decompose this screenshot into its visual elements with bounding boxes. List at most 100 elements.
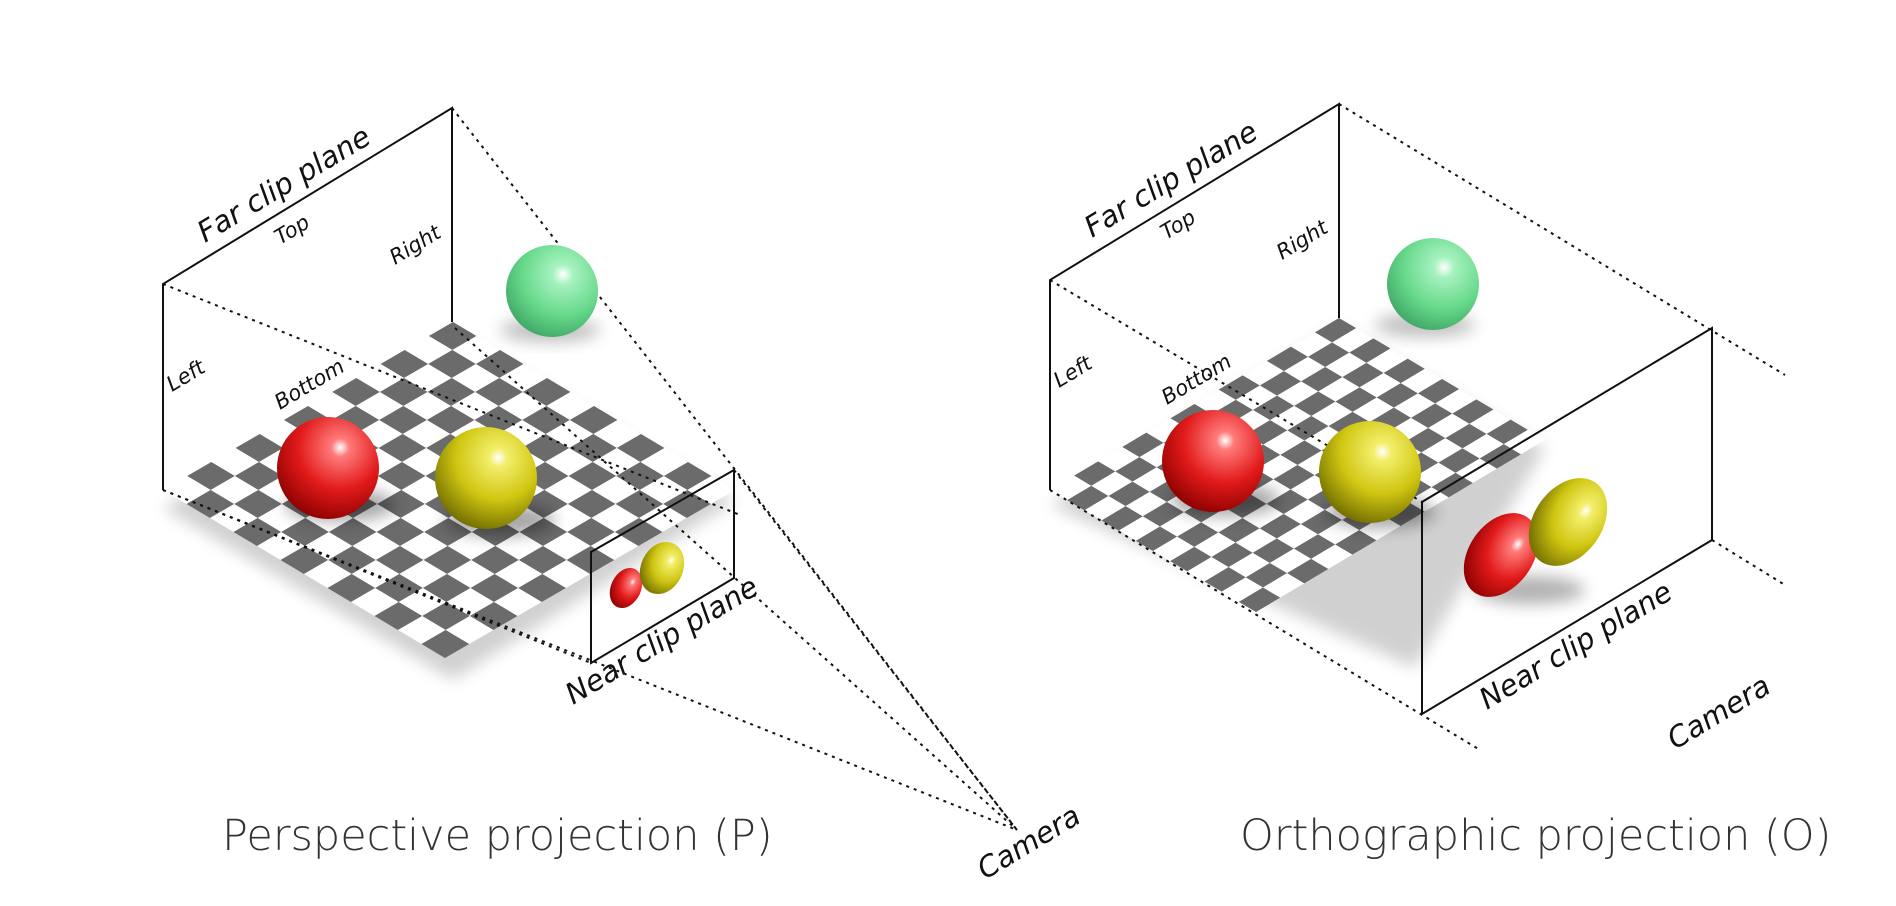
checker-tile bbox=[1187, 557, 1229, 582]
checker-tile bbox=[163, 476, 211, 504]
checker-tile bbox=[494, 560, 543, 588]
checker-tile bbox=[403, 392, 451, 420]
checker-tile bbox=[1277, 381, 1319, 406]
checker-tile bbox=[1280, 440, 1322, 465]
checker-tile bbox=[1301, 367, 1343, 392]
orthographic-near-plane-frame bbox=[1421, 326, 1713, 716]
checker-tile bbox=[1170, 546, 1212, 572]
checker-tile bbox=[422, 602, 470, 630]
checker-tile bbox=[1283, 499, 1325, 525]
checker-tile bbox=[543, 532, 591, 560]
checker-tile bbox=[308, 392, 356, 420]
checker-tile bbox=[356, 364, 404, 392]
checker-tile bbox=[469, 602, 518, 630]
checker-tile bbox=[1270, 405, 1312, 431]
checker-tile bbox=[452, 336, 500, 364]
perspective-left-label: Left bbox=[162, 355, 210, 397]
checker-tile bbox=[569, 434, 617, 462]
perspective-yellow-sphere bbox=[435, 427, 537, 529]
checker-tile bbox=[1125, 491, 1167, 517]
checker-tile bbox=[614, 518, 663, 546]
checker-tile bbox=[1153, 536, 1195, 562]
checker-tile bbox=[1098, 447, 1140, 472]
checker-tile bbox=[475, 378, 523, 406]
checker-tile bbox=[400, 504, 449, 532]
checker-tile bbox=[422, 574, 471, 602]
checker-tile bbox=[351, 588, 399, 616]
checker-tile bbox=[1287, 558, 1329, 584]
checker-tile bbox=[375, 574, 423, 602]
checker-tile bbox=[375, 546, 424, 574]
checker-tile bbox=[546, 392, 594, 420]
checker-tile bbox=[593, 420, 641, 448]
checker-tile bbox=[1311, 544, 1353, 569]
checker-tile bbox=[544, 476, 592, 504]
checker-tile bbox=[1135, 526, 1178, 551]
checker-tile bbox=[1101, 506, 1143, 531]
checker-tile bbox=[426, 406, 475, 434]
checker-tile bbox=[1067, 485, 1109, 511]
checker-tile bbox=[1318, 377, 1360, 402]
checker-tile bbox=[1242, 503, 1284, 529]
checker-tile bbox=[1262, 573, 1305, 598]
checker-tile bbox=[1074, 461, 1116, 486]
checker-tile bbox=[1332, 328, 1374, 353]
checker-tile bbox=[1479, 444, 1521, 469]
checker-tile bbox=[1342, 362, 1384, 388]
checker-tile bbox=[1159, 512, 1202, 537]
perspective-camera-label: Camera bbox=[971, 798, 1086, 886]
checker-tile bbox=[380, 350, 429, 378]
checker-tile bbox=[615, 490, 664, 518]
checker-tile bbox=[1445, 423, 1487, 449]
checker-tile bbox=[423, 546, 472, 574]
checker-tile bbox=[451, 392, 499, 420]
checker-tile bbox=[522, 406, 570, 434]
checker-tile bbox=[591, 504, 639, 532]
checker-tile bbox=[1294, 391, 1336, 416]
checker-tile bbox=[328, 546, 376, 574]
checker-tile bbox=[234, 490, 282, 518]
checker-tile bbox=[1376, 383, 1418, 408]
orthographic-camera-label: Camera bbox=[1661, 668, 1776, 756]
checker-tile bbox=[400, 532, 448, 560]
checker-tile bbox=[1256, 454, 1298, 480]
orthographic-right-label: Right bbox=[1272, 215, 1332, 264]
checker-tile bbox=[543, 504, 592, 532]
checker-tile bbox=[1115, 457, 1157, 482]
perspective-near-plane-frame bbox=[590, 468, 735, 665]
checker-tile bbox=[1383, 358, 1425, 384]
checker-tile bbox=[1411, 403, 1453, 428]
checker-tile bbox=[328, 518, 377, 546]
perspective-frustum-lines bbox=[162, 107, 1018, 831]
checker-tile bbox=[1235, 528, 1277, 553]
orthographic-box-lines bbox=[1049, 103, 1786, 751]
checker-tile bbox=[374, 602, 423, 630]
perspective-near-yellow-ellipse bbox=[639, 541, 685, 595]
checker-tile bbox=[1204, 567, 1246, 592]
perspective-green-sphere bbox=[506, 245, 598, 337]
checker-tile bbox=[235, 434, 284, 462]
checker-tile bbox=[1293, 534, 1336, 559]
checker-tile bbox=[1194, 532, 1236, 557]
checker-tile bbox=[1132, 467, 1174, 492]
checker-tile bbox=[1252, 538, 1294, 563]
checker-tile bbox=[281, 518, 329, 546]
checker-tile bbox=[1266, 346, 1308, 372]
checker-tile bbox=[445, 616, 494, 644]
checker-tile bbox=[428, 350, 476, 378]
checker-tile bbox=[304, 560, 352, 588]
checker-tile bbox=[377, 462, 426, 490]
checker-tile bbox=[447, 560, 495, 588]
checker-tile bbox=[351, 560, 400, 588]
checker-tile bbox=[1221, 577, 1263, 602]
checker-tile bbox=[1314, 318, 1357, 343]
checker-tile bbox=[234, 462, 283, 490]
checker-tile bbox=[1469, 409, 1511, 434]
checker-tile bbox=[1273, 465, 1315, 490]
checker-tile bbox=[399, 560, 447, 588]
checker-tile bbox=[1146, 418, 1188, 443]
checker-tile bbox=[1462, 434, 1504, 459]
checker-tile bbox=[471, 546, 519, 574]
checker-tile bbox=[663, 462, 712, 490]
checker-tile bbox=[495, 532, 543, 560]
